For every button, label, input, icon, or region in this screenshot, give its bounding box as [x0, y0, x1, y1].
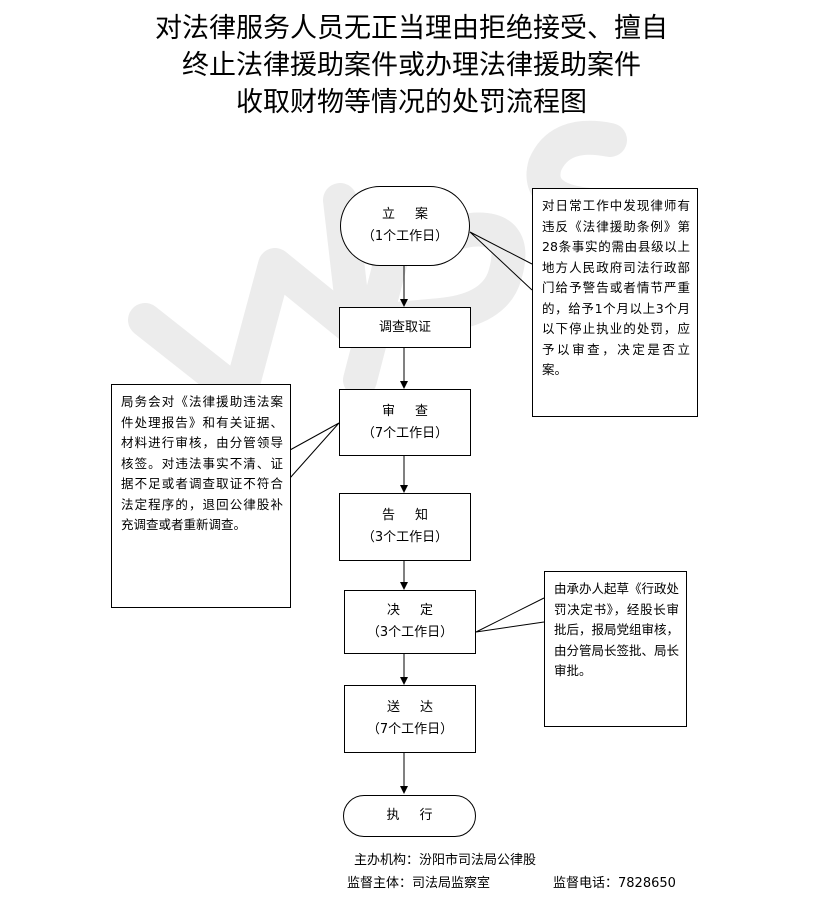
- step-review-duration: （7个工作日）: [361, 425, 449, 441]
- step-start-duration: （1个工作日）: [361, 229, 449, 244]
- callout-pointer-filing: [469, 231, 533, 291]
- step-decide: 决定 （3个工作日）: [344, 590, 476, 654]
- step-deliver-label: 送达: [386, 700, 453, 715]
- step-notify-label: 告知: [381, 508, 448, 523]
- footer-phone: 监督电话：7828650: [553, 876, 676, 891]
- step-decide-duration: （3个工作日）: [366, 625, 454, 640]
- step-decide-label: 决定: [386, 603, 453, 618]
- footer-supervisor: 监督主体：司法局监察室: [347, 876, 491, 891]
- step-review: 审查 （7个工作日）: [339, 389, 471, 456]
- callout-pointer-decision: [475, 597, 545, 633]
- note-review: 局务会对《法律援助违法案件处理报告》和有关证据、材料进行审核，由分管领导核签。对…: [111, 384, 291, 608]
- step-investigate-label: 调查取证: [378, 319, 431, 335]
- step-start: 立案 （1个工作日）: [340, 186, 470, 266]
- title-line-2: 终止法律援助案件或办理法律援助案件: [182, 50, 641, 81]
- page-title: 对法律服务人员无正当理由拒绝接受、擅自 终止法律援助案件或办理法律援助案件 收取…: [0, 10, 823, 121]
- step-investigate: 调查取证: [339, 307, 471, 348]
- step-execute: 执行: [343, 795, 476, 837]
- step-execute-label: 执行: [386, 808, 453, 823]
- step-deliver: 送达 （7个工作日）: [344, 685, 476, 753]
- step-notify-duration: （3个工作日）: [361, 530, 449, 545]
- step-notify: 告知 （3个工作日）: [339, 493, 471, 561]
- note-filing: 对日常工作中发现律师有违反《法律援助条例》第28条事实的需由县级以上地方人民政府…: [532, 188, 698, 417]
- title-line-3: 收取财物等情况的处罚流程图: [236, 87, 587, 118]
- step-deliver-duration: （7个工作日）: [366, 722, 454, 737]
- note-decision: 由承办人起草《行政处罚决定书》，经股长审批后，报局党组审核，由分管局长签批、局长…: [544, 571, 687, 727]
- title-line-1: 对法律服务人员无正当理由拒绝接受、擅自: [155, 13, 668, 44]
- step-review-label: 审查: [381, 403, 448, 419]
- callout-pointer-review: [289, 422, 340, 479]
- step-start-label: 立案: [381, 207, 448, 222]
- footer-organizer: 主办机构：汾阳市司法局公律股: [354, 853, 537, 868]
